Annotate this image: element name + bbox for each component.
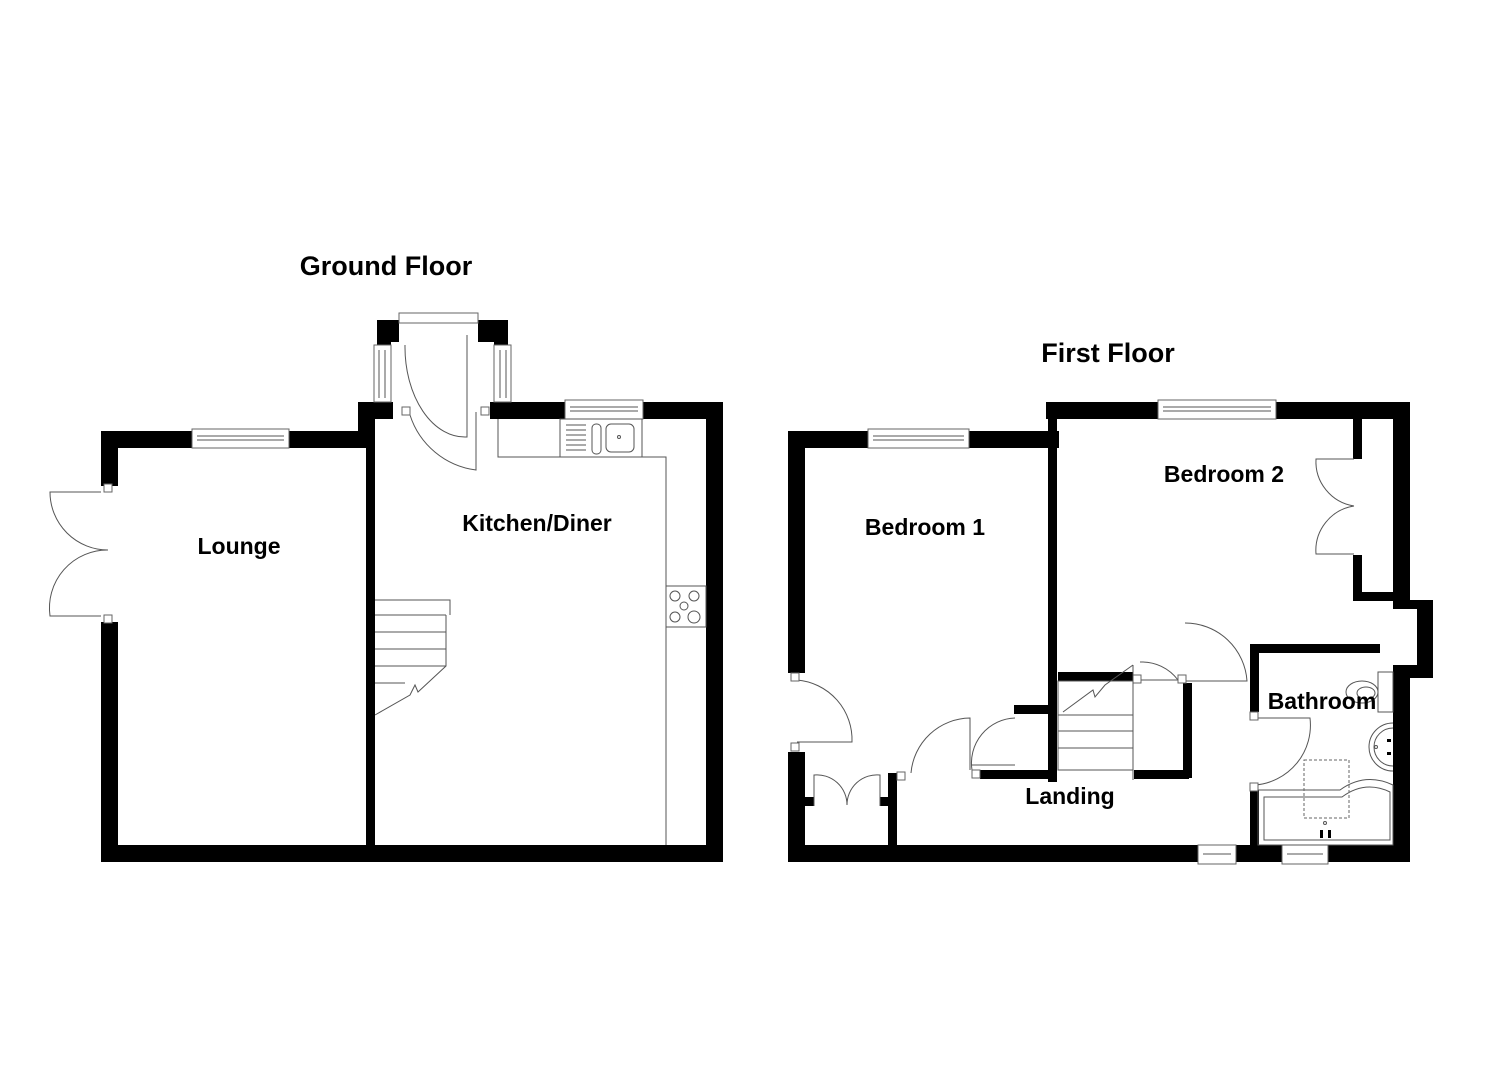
sink-icon	[566, 423, 635, 455]
bath-icon	[1257, 759, 1394, 846]
basin-icon	[1368, 722, 1394, 772]
room-label-bedroom-2: Bedroom 2	[1164, 461, 1284, 487]
staircase-icon	[374, 599, 451, 716]
kitchen-fittings	[374, 418, 707, 845]
bathroom-fittings	[1257, 671, 1394, 846]
room-label-kitchen-diner: Kitchen/Diner	[462, 510, 612, 536]
hob-icon	[665, 585, 707, 628]
landing-staircase-icon	[1057, 664, 1134, 780]
ground-floor-title: Ground Floor	[300, 251, 473, 281]
first-floor-plan: First Floor	[788, 338, 1433, 865]
ground-floor-plan: Ground Floor	[48, 251, 723, 862]
room-label-bedroom-1: Bedroom 1	[865, 514, 985, 540]
first-floor-doors	[790, 458, 1355, 806]
ground-floor-doors	[48, 335, 490, 624]
first-floor-title: First Floor	[1041, 338, 1175, 368]
first-floor-windows	[867, 399, 1329, 865]
room-label-lounge: Lounge	[197, 533, 280, 559]
room-label-bathroom: Bathroom	[1268, 688, 1377, 714]
ground-floor-windows	[191, 312, 644, 449]
toilet-icon	[1345, 671, 1394, 713]
ground-floor-walls	[101, 320, 723, 862]
first-floor-walls	[788, 402, 1433, 862]
room-label-landing: Landing	[1025, 783, 1114, 809]
